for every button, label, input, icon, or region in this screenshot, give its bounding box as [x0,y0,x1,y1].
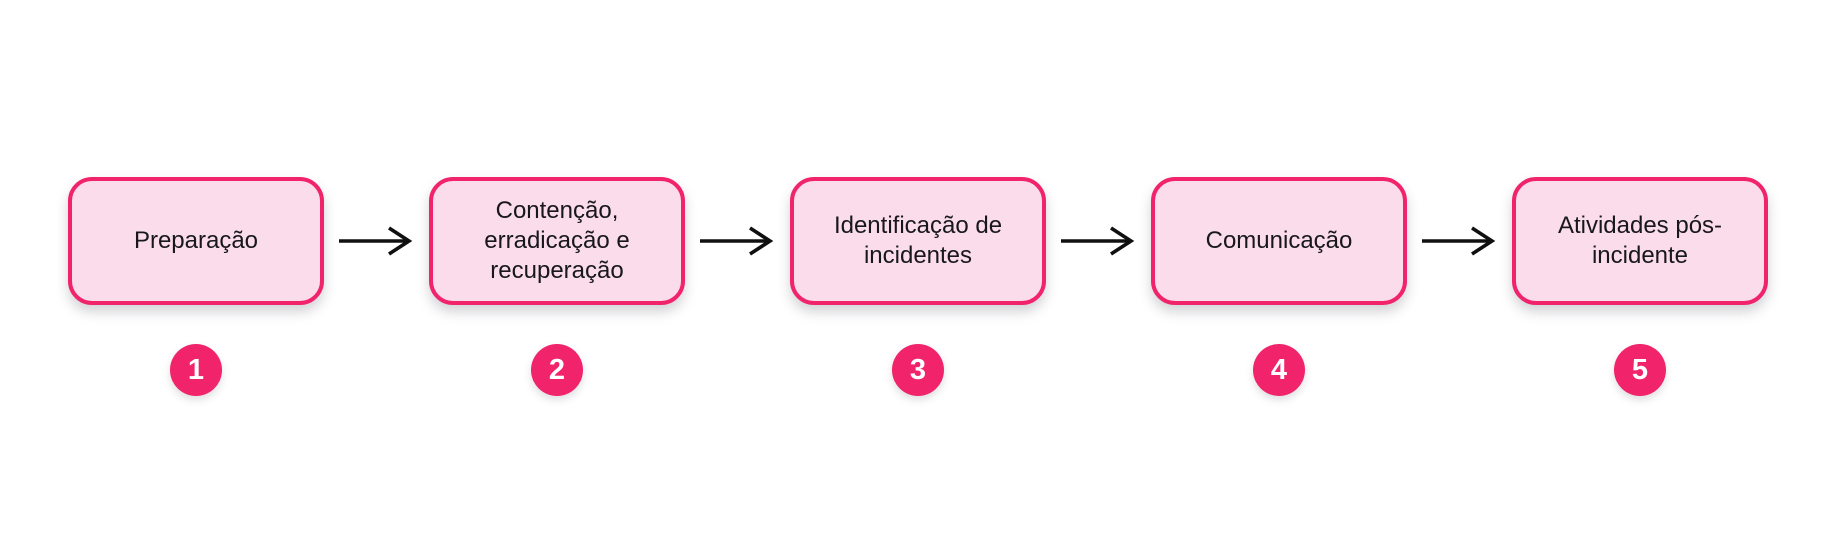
step-box-atividades-pos-incidente: Atividades pós- incidente [1512,177,1768,305]
step-box-comunicacao: Comunicação [1151,177,1407,305]
flow-step-1: Preparação 1 [68,177,324,396]
step-label: Preparação [133,227,259,254]
arrow-right-icon [1422,226,1496,256]
step-box-contencao-erradicacao-recuperacao: Contenção, erradicação e recuperação [429,177,685,305]
step-box-preparacao: Preparação [68,177,324,305]
arrow-right-icon [1061,226,1135,256]
step-box-identificacao-incidentes: Identificação de incidentes [790,177,1046,305]
arrow-right-icon [339,226,413,256]
step-number-badge-5: 5 [1614,344,1666,396]
step-label: Atividades pós- incidente [1557,212,1723,269]
flow-step-2: Contenção, erradicação e recuperação 2 [429,177,685,396]
flow-step-5: Atividades pós- incidente 5 [1512,177,1768,396]
step-number-badge-1: 1 [170,344,222,396]
flow-step-3: Identificação de incidentes 3 [790,177,1046,396]
arrow-right-icon [700,226,774,256]
step-number-badge-3: 3 [892,344,944,396]
flow-step-4: Comunicação 4 [1151,177,1407,396]
step-label: Identificação de incidentes [833,212,1003,269]
step-number-badge-4: 4 [1253,344,1305,396]
step-label: Comunicação [1205,227,1353,254]
step-number-badge-2: 2 [531,344,583,396]
step-label: Contenção, erradicação e recuperação [484,197,630,284]
